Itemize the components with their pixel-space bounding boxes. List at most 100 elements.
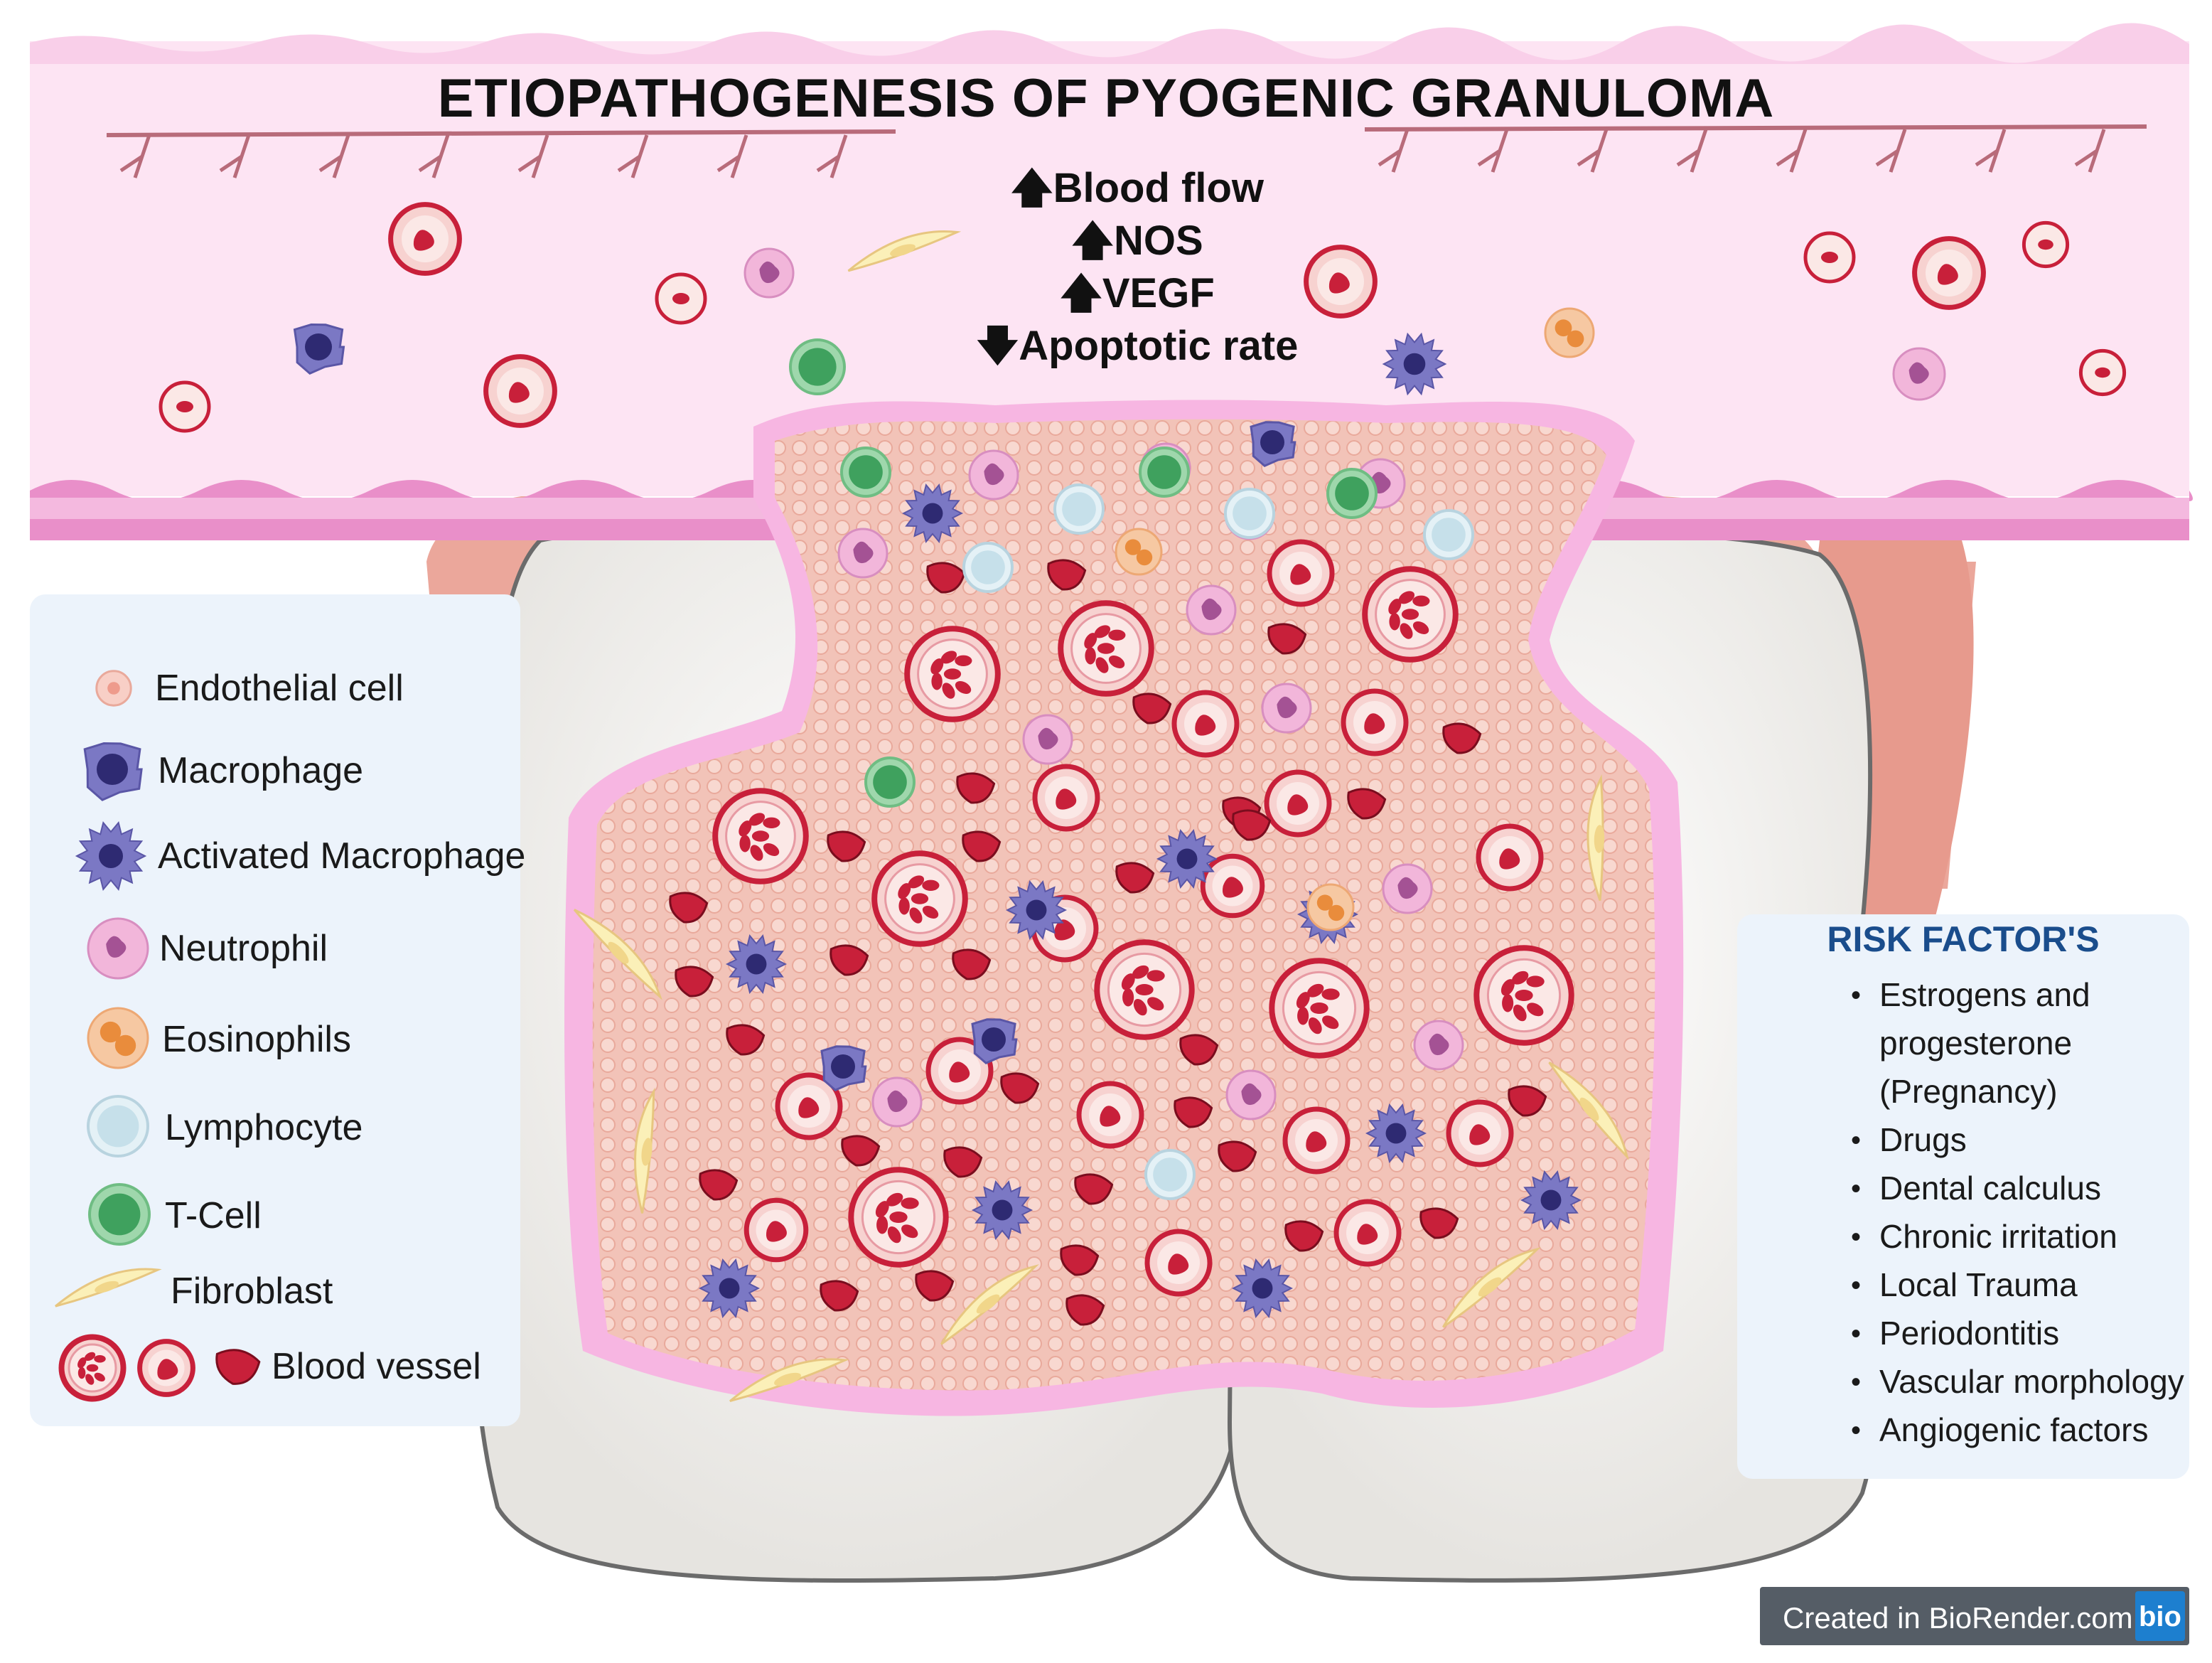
vessel-small-icon [1144, 1229, 1213, 1297]
bullet-icon: • [1851, 1318, 1862, 1349]
vessel-cap-icon [943, 1146, 983, 1178]
vessel-small-icon [1912, 236, 1986, 310]
rbc-icon [1803, 231, 1856, 284]
fibroblast-icon [1548, 1062, 1629, 1160]
rbc-icon [2022, 220, 2070, 269]
activated-icon [901, 483, 964, 543]
activated-icon [725, 934, 788, 994]
neutrophil-icon [968, 449, 1019, 501]
up-arrow-icon: 🡅 [1011, 165, 1053, 211]
risk-item: Local Trauma [1879, 1266, 2078, 1303]
effect-apoptotic-rate: 🡇Apoptotic rate [976, 323, 1299, 369]
fibroblast-icon [55, 1268, 162, 1308]
legend-label-neutrophil: Neutrophil [159, 928, 328, 969]
risk-item: progesterone [1879, 1025, 2073, 1062]
vessel-cap-icon [699, 1169, 739, 1201]
fibroblast-icon [940, 1264, 1039, 1345]
risk-item: Vascular morphology [1879, 1363, 2184, 1400]
vessel-small-icon [1264, 769, 1332, 838]
eosinophil-icon [1544, 307, 1595, 358]
legend-label-macrophage: Macrophage [158, 750, 364, 791]
vessel-cap-icon [1074, 1173, 1114, 1205]
fibroblast-icon [847, 230, 962, 272]
risk-item: (Pregnancy) [1879, 1073, 2058, 1110]
biorender-logo-text: bio [2139, 1601, 2181, 1632]
fibroblast-icon [634, 1087, 655, 1214]
rbc-icon [2078, 348, 2127, 397]
activated-icon [971, 1180, 1033, 1240]
vessel-cap-icon [926, 562, 966, 594]
vessel-cap-icon [1347, 788, 1387, 820]
diagram-title: ETIOPATHOGENESIS OF PYOGENIC GRANULOMA [437, 68, 1775, 129]
vessel-cap-icon [827, 830, 866, 862]
rbc-icon [159, 380, 211, 433]
activated-icon [1231, 1258, 1294, 1318]
vessel-cap-icon [1065, 1294, 1105, 1326]
effect-blood-flow: 🡅Blood flow [1011, 165, 1264, 211]
lymphocyte-icon [1423, 509, 1474, 560]
vessel-cap-icon [1174, 1096, 1213, 1128]
bullet-icon: • [1851, 1415, 1862, 1446]
epithelium-cells [159, 202, 2127, 433]
legend-label-lymphocyte: Lymphocyte [165, 1107, 363, 1148]
vessel-cap-icon [1442, 722, 1482, 754]
neutrophil-icon [743, 247, 795, 299]
tcell-icon [1326, 468, 1378, 519]
effect-vegf: 🡅VEGF [1060, 270, 1215, 316]
vessel-cap-icon [1060, 1244, 1100, 1276]
vessel-big-icon [1362, 566, 1459, 663]
bullet-icon: • [1851, 1173, 1862, 1204]
down-arrow-icon: 🡇 [976, 323, 1019, 369]
tcell-icon [840, 447, 891, 498]
neutrophil-icon [1186, 584, 1237, 636]
vessel-cap-icon [952, 948, 992, 980]
risk-item: Dental calculus [1879, 1170, 2101, 1207]
bullet-icon: • [1851, 1125, 1862, 1156]
vessel-big-icon [712, 788, 809, 884]
neutrophil-icon [1022, 714, 1073, 765]
bullet-icon: • [1851, 1367, 1862, 1398]
credit-badge[interactable] [1760, 1587, 2189, 1645]
neutrophil-icon [1225, 1069, 1277, 1121]
vessel-big-icon [904, 626, 1001, 722]
macrophage-icon [820, 1045, 867, 1092]
vessel-big-icon [1473, 945, 1574, 1046]
bullet-icon: • [1851, 1270, 1862, 1301]
credit-text[interactable]: Created in BioRender.com [1783, 1601, 2133, 1635]
vessel-small-icon [1032, 764, 1100, 832]
activated-icon [1005, 880, 1068, 940]
activated-icon [1382, 332, 1447, 396]
legend-label-blood-vessel: Blood vessel [272, 1346, 481, 1387]
legend-label-fibroblast: Fibroblast [171, 1271, 333, 1312]
risk-item: Periodontitis [1879, 1315, 2060, 1352]
vessel-cap-icon [915, 1270, 955, 1302]
macrophage-icon [293, 323, 345, 375]
up-arrow-icon: 🡅 [1071, 218, 1114, 264]
lesion-cells [573, 421, 1629, 1403]
vessel-small-icon [483, 354, 557, 428]
risk-item: Estrogens and [1879, 976, 2090, 1013]
tcell-icon [88, 1183, 151, 1246]
vessel-cap-icon [1115, 862, 1155, 894]
vessel-small-icon [1333, 1199, 1402, 1267]
risk-item: Drugs [1879, 1121, 1967, 1158]
vessel-small-icon [1282, 1106, 1351, 1175]
vessel-small-icon [1200, 853, 1265, 919]
eosinophil-icon [87, 1007, 149, 1069]
neutrophil-icon [1261, 683, 1312, 734]
vessel-small-icon [743, 1197, 809, 1263]
vessel-big-icon [848, 1167, 949, 1268]
fibroblast-icon [1442, 1247, 1541, 1328]
fibroblast-icon [1586, 774, 1605, 902]
tcell-icon [789, 338, 846, 395]
vessel-cap-icon [675, 966, 714, 998]
macrophage-icon [971, 1018, 1018, 1065]
neutrophil-icon [1413, 1020, 1464, 1071]
endothelial-icon [95, 670, 132, 707]
biorender-logo[interactable] [2135, 1591, 2185, 1641]
activated-icon [1520, 1170, 1582, 1230]
legend-label-activated-macrophage: Activated Macrophage [158, 835, 526, 877]
vessel-cap-icon [726, 1024, 766, 1056]
vessel-cap-icon [962, 830, 1002, 862]
